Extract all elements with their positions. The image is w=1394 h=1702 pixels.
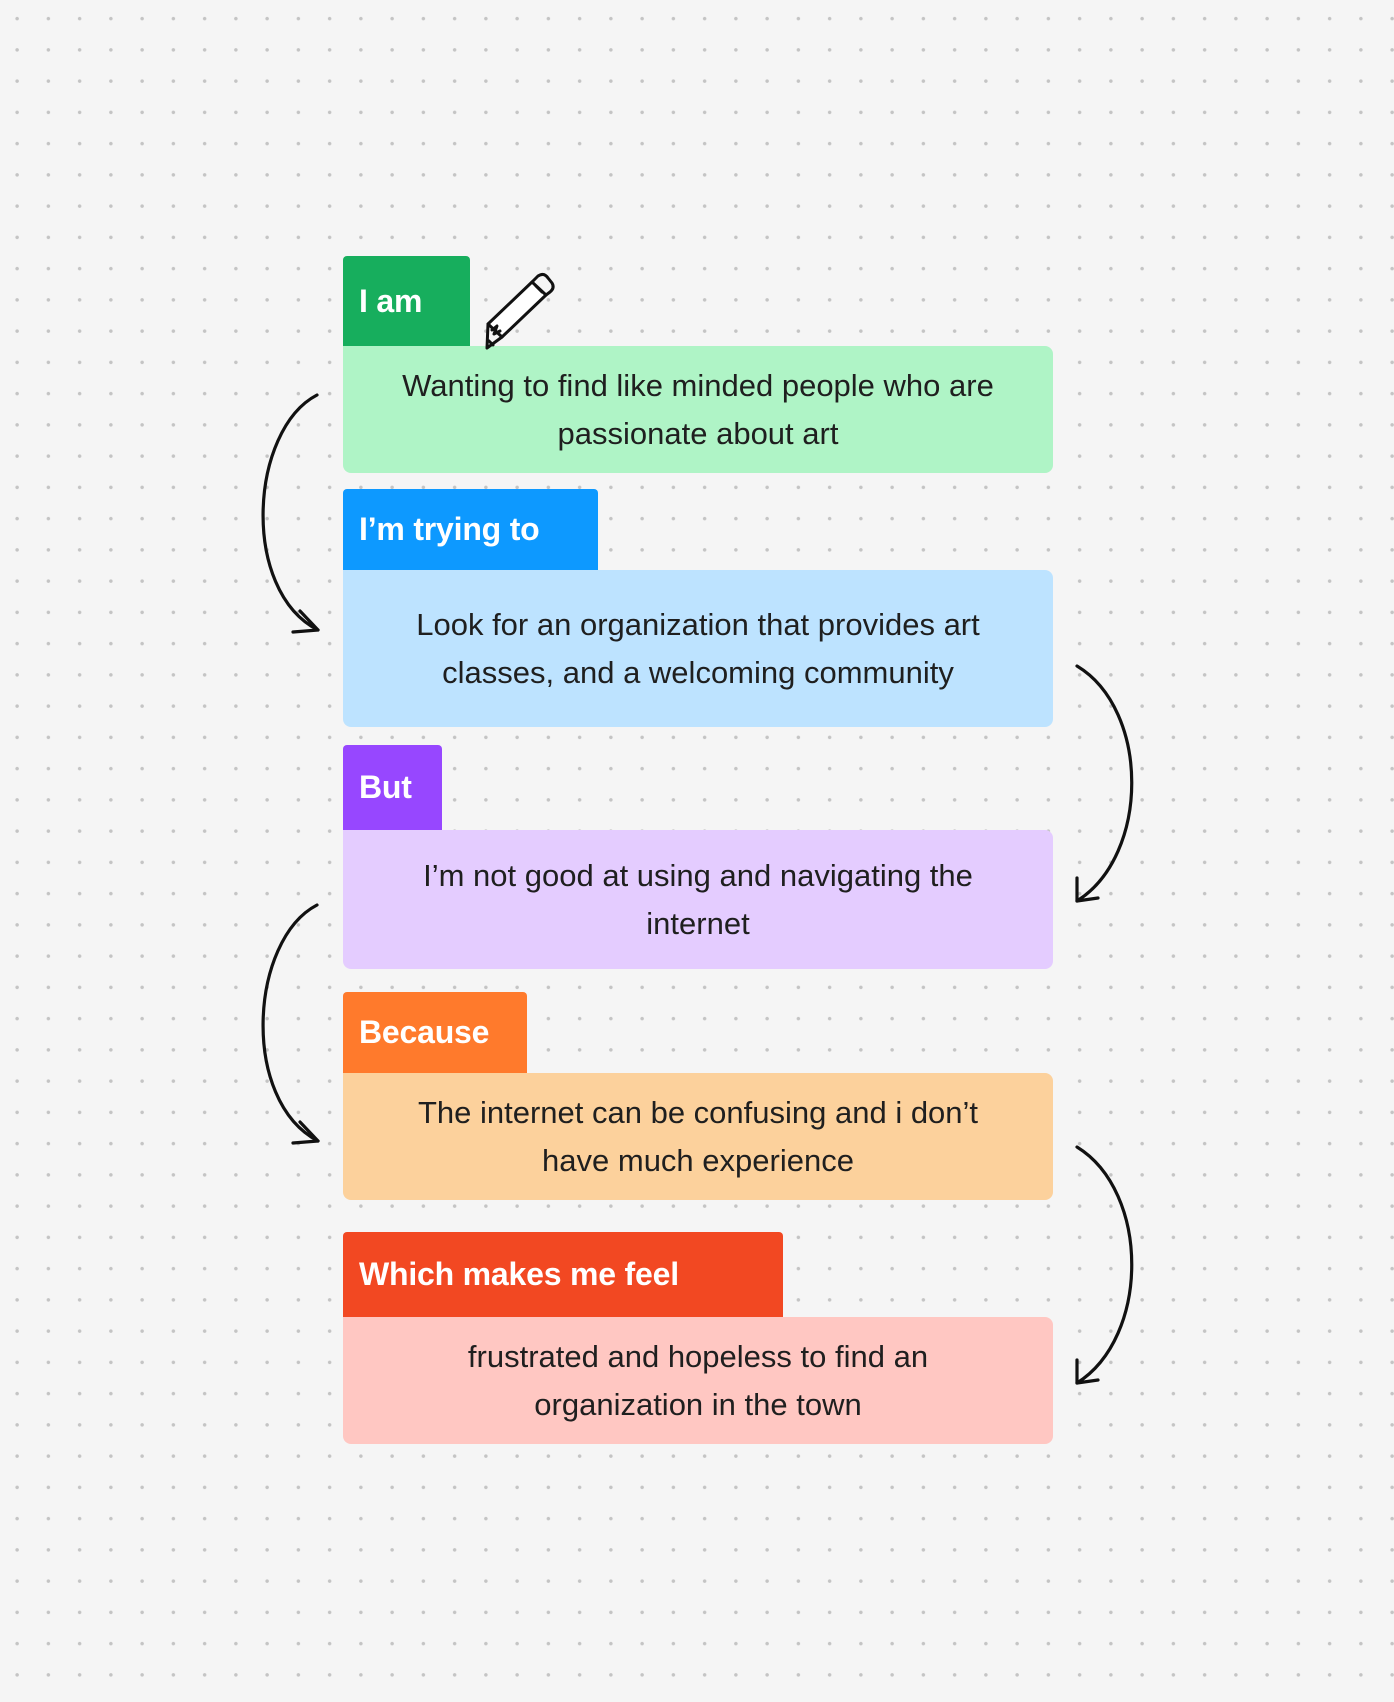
card-makes-me-feel[interactable]: frustrated and hopeless to find an organ… [343,1317,1053,1444]
pencil-icon [485,272,555,350]
card-but[interactable]: I’m not good at using and navigating the… [343,830,1053,969]
card-because[interactable]: The internet can be confusing and i don’… [343,1073,1053,1200]
curved-arrow-icon [261,903,320,1145]
card-i-am[interactable]: Wanting to find like minded people who a… [343,346,1053,473]
label-but[interactable]: But [343,745,442,830]
label-trying-to[interactable]: I’m trying to [343,489,598,570]
curved-arrow-icon [261,393,320,634]
label-because[interactable]: Because [343,992,527,1073]
label-i-am[interactable]: I am [343,256,470,346]
card-trying-to[interactable]: Look for an organization that provides a… [343,570,1053,727]
curved-arrow-icon [1075,664,1134,903]
label-makes-me-feel[interactable]: Which makes me feel [343,1232,783,1317]
curved-arrow-icon [1075,1145,1134,1385]
